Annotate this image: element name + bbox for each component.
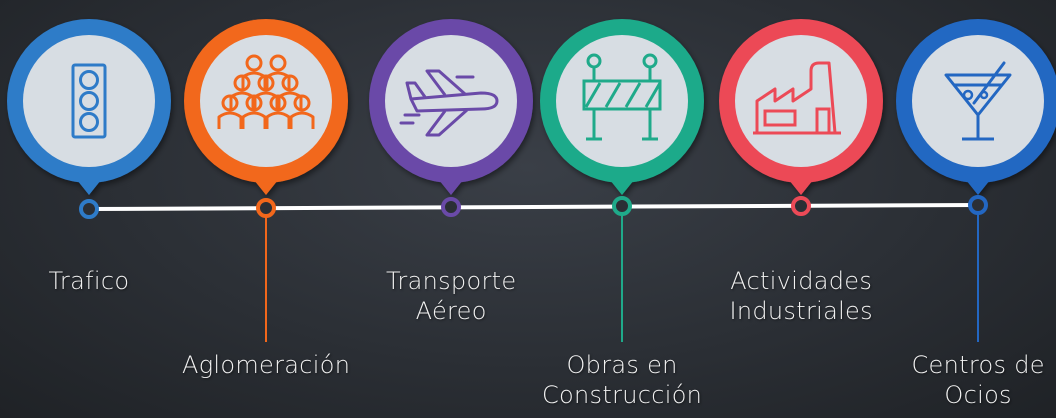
traffic-light-icon [71, 63, 107, 139]
label-line: Trafico [48, 267, 130, 295]
factory-icon [753, 61, 841, 135]
label-line: Ocios [944, 381, 1012, 409]
pin-actividades-industriales [719, 19, 883, 195]
dot-actividades-industriales [791, 196, 811, 216]
label-line: Actividades [730, 267, 873, 295]
construction-barrier-icon [582, 53, 662, 141]
label-trafico: Trafico [49, 266, 130, 296]
timeline-line [87, 203, 981, 211]
pin-aglomeracion [184, 19, 348, 195]
cocktail-glass-icon [944, 61, 1012, 141]
pin-obras-construccion [540, 19, 704, 195]
label-aglomeracion: Aglomeración [182, 350, 350, 380]
dot-obras-construccion [612, 196, 632, 216]
dot-transporte-aereo [441, 197, 461, 217]
label-line: Transporte [386, 267, 517, 295]
label-line: Aéreo [415, 297, 487, 325]
pin-trafico [7, 19, 171, 195]
label-line: Construcción [542, 381, 703, 409]
label-line: Industriales [729, 297, 873, 325]
pin-centros-ocios [896, 19, 1056, 195]
crowd-icon [217, 54, 315, 129]
label-line: Obras en [566, 351, 678, 379]
pin-transporte-aereo [369, 19, 533, 195]
airplane-icon [399, 69, 499, 137]
dot-trafico [79, 199, 99, 219]
label-line: Centros de [911, 351, 1045, 379]
dot-aglomeracion [256, 198, 276, 218]
dot-centros-ocios [968, 195, 988, 215]
label-line: Aglomeración [182, 351, 351, 379]
